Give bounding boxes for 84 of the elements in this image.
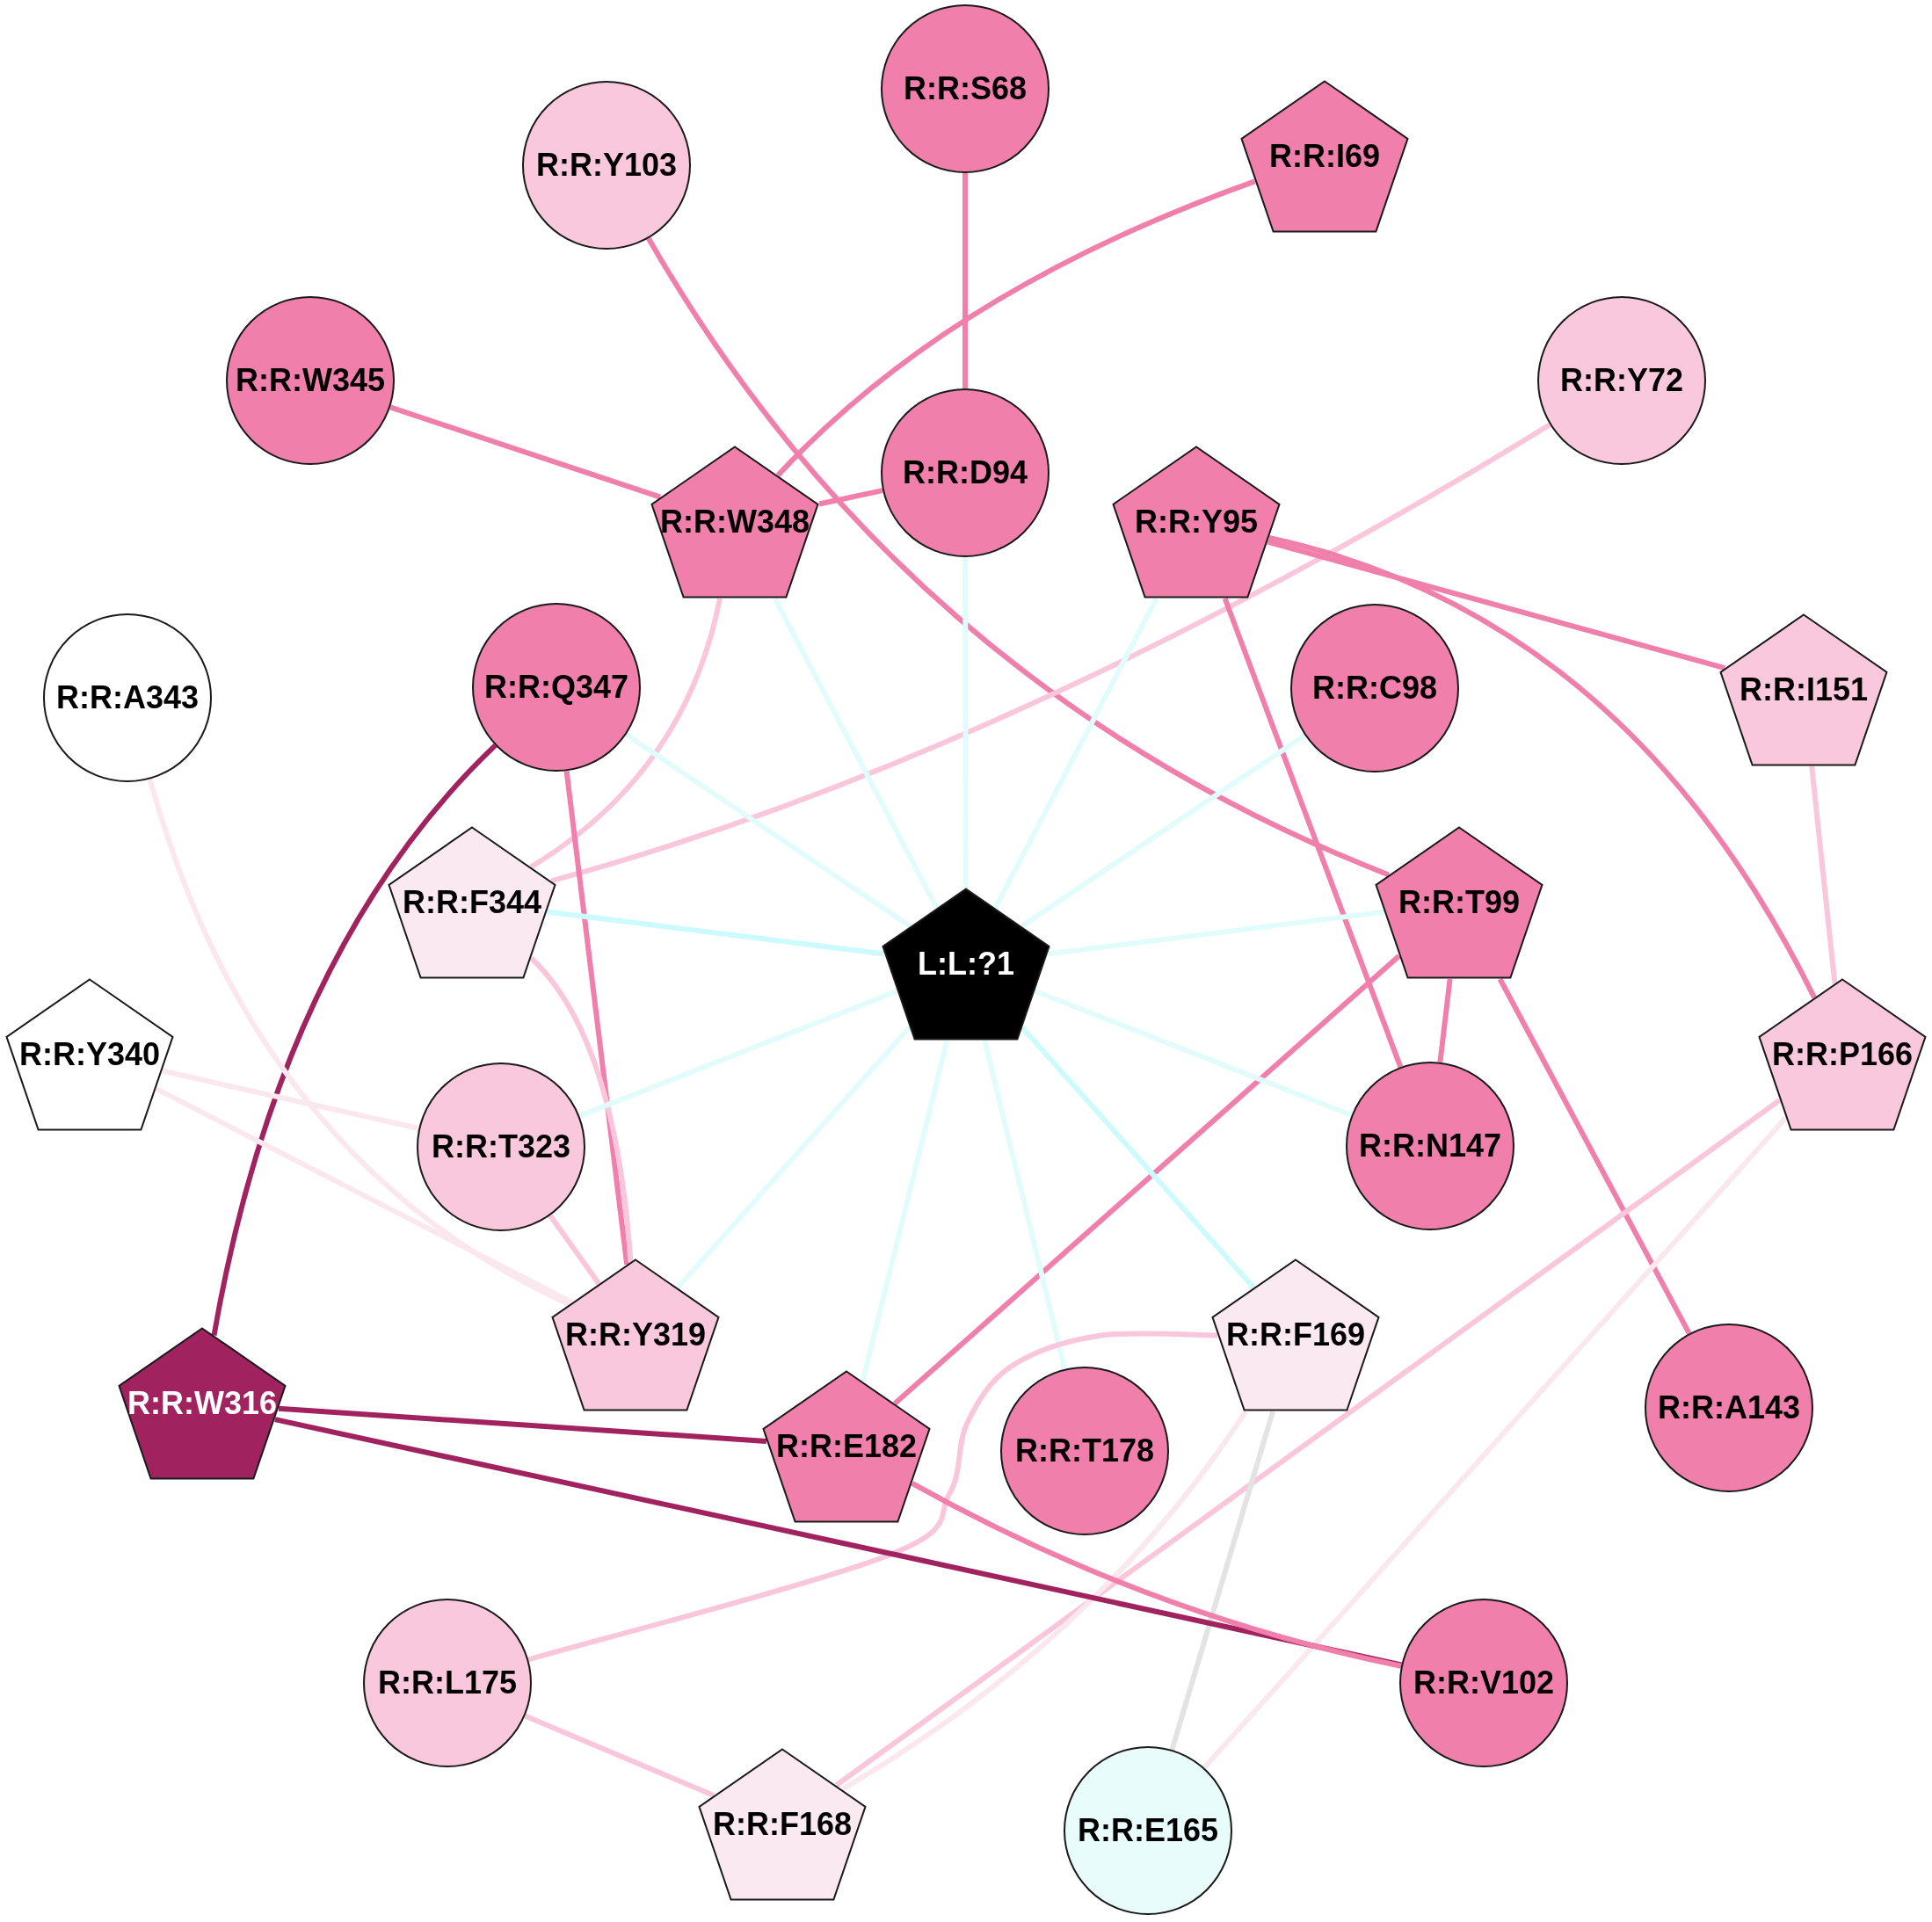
node-label: R:R:F344 bbox=[403, 888, 541, 917]
interaction-line bbox=[211, 743, 498, 1336]
residue-pentagon bbox=[650, 446, 819, 598]
interaction-line bbox=[278, 1405, 767, 1444]
residue-pentagon bbox=[388, 826, 556, 979]
residue-pentagon bbox=[1758, 978, 1927, 1131]
node-label: R:R:N147 bbox=[1358, 1131, 1501, 1161]
node-label: R:R:S68 bbox=[904, 74, 1027, 104]
node-label: R:R:V102 bbox=[1413, 1668, 1555, 1698]
interaction-line bbox=[550, 422, 1551, 884]
node-label: R:R:F168 bbox=[713, 1810, 852, 1839]
residue-pentagon bbox=[1375, 826, 1543, 979]
residue-pentagon bbox=[762, 1370, 931, 1523]
interaction-line bbox=[155, 1086, 574, 1305]
node-label: R:R:W348 bbox=[660, 507, 810, 537]
interaction-line bbox=[1437, 978, 1453, 1063]
node-label: R:R:Y72 bbox=[1560, 366, 1683, 395]
interaction-line bbox=[578, 989, 898, 1119]
node-label: R:R:P166 bbox=[1771, 1040, 1914, 1070]
node-label: R:R:W316 bbox=[127, 1389, 277, 1418]
interaction-line bbox=[840, 1410, 1248, 1792]
node-label: R:R:Y340 bbox=[18, 1040, 161, 1070]
interaction-line bbox=[1222, 597, 1404, 1069]
node-label: R:R:I69 bbox=[1269, 141, 1380, 171]
interaction-line bbox=[1202, 1116, 1788, 1770]
node-label: R:R:W345 bbox=[236, 366, 385, 395]
interaction-line bbox=[992, 597, 1159, 910]
interaction-line bbox=[529, 956, 634, 1263]
node-label: R:R:A143 bbox=[1657, 1393, 1800, 1423]
node-label: R:R:T323 bbox=[432, 1132, 570, 1162]
residue-pentagon bbox=[1112, 446, 1281, 598]
residue-pentagon bbox=[698, 1748, 867, 1901]
node-label: R:R:A343 bbox=[55, 683, 199, 713]
interaction-line bbox=[962, 557, 969, 888]
interaction-line bbox=[529, 598, 723, 869]
interaction-line bbox=[1020, 1026, 1256, 1290]
node-label: R:R:I151 bbox=[1739, 675, 1868, 705]
node-label: R:R:Y319 bbox=[564, 1320, 707, 1350]
residue-pentagon bbox=[551, 1258, 720, 1411]
ligand-pentagon bbox=[882, 888, 1050, 1041]
residue-pentagon bbox=[1719, 613, 1888, 766]
interaction-line bbox=[162, 1068, 419, 1131]
interaction-line bbox=[962, 173, 968, 388]
interaction-line bbox=[527, 1331, 1218, 1663]
node-label: R:R:E182 bbox=[775, 1432, 918, 1461]
interaction-line bbox=[389, 404, 662, 500]
interaction-line bbox=[911, 1481, 1402, 1669]
interaction-line bbox=[893, 954, 1401, 1406]
residue-pentagon bbox=[118, 1327, 287, 1480]
interaction-line bbox=[1267, 539, 1725, 671]
residue-pentagon bbox=[1211, 1258, 1380, 1411]
node-label: R:R:E165 bbox=[1077, 1816, 1219, 1846]
interaction-line bbox=[675, 1026, 912, 1290]
interaction-line bbox=[548, 1214, 601, 1286]
interaction-line bbox=[834, 1098, 1782, 1788]
interaction-line bbox=[860, 1040, 950, 1382]
node-label: R:R:L175 bbox=[378, 1668, 517, 1698]
interaction-line bbox=[1047, 909, 1384, 957]
interaction-line bbox=[646, 236, 1390, 878]
interaction-line bbox=[563, 770, 630, 1266]
interaction-line bbox=[775, 178, 1256, 477]
node-label: R:R:C98 bbox=[1312, 673, 1437, 703]
interaction-line bbox=[1020, 733, 1307, 929]
interaction-line bbox=[1809, 765, 1838, 984]
residue-pentagon bbox=[1240, 80, 1409, 233]
interaction-line bbox=[818, 488, 883, 507]
interaction-line bbox=[547, 909, 885, 957]
node-label: R:R:F169 bbox=[1226, 1320, 1365, 1350]
residue-pentagon bbox=[5, 978, 174, 1131]
interaction-line bbox=[624, 732, 912, 929]
interaction-line bbox=[524, 1713, 715, 1798]
node-label: R:R:T178 bbox=[1015, 1436, 1154, 1466]
node-label: R:R:D94 bbox=[903, 458, 1028, 488]
node-label: R:R:T99 bbox=[1398, 888, 1520, 917]
node-label: R:R:Y95 bbox=[1135, 507, 1258, 537]
node-label: R:R:Y103 bbox=[535, 150, 678, 180]
interaction-line bbox=[772, 597, 940, 910]
interaction-line bbox=[1034, 989, 1353, 1118]
interaction-line bbox=[147, 778, 570, 1307]
interaction-line bbox=[982, 1040, 1068, 1370]
interaction-line bbox=[1268, 535, 1817, 999]
node-label: L:L:?1 bbox=[918, 949, 1014, 979]
interaction-line bbox=[1497, 977, 1692, 1335]
interaction-line bbox=[1169, 1411, 1275, 1751]
